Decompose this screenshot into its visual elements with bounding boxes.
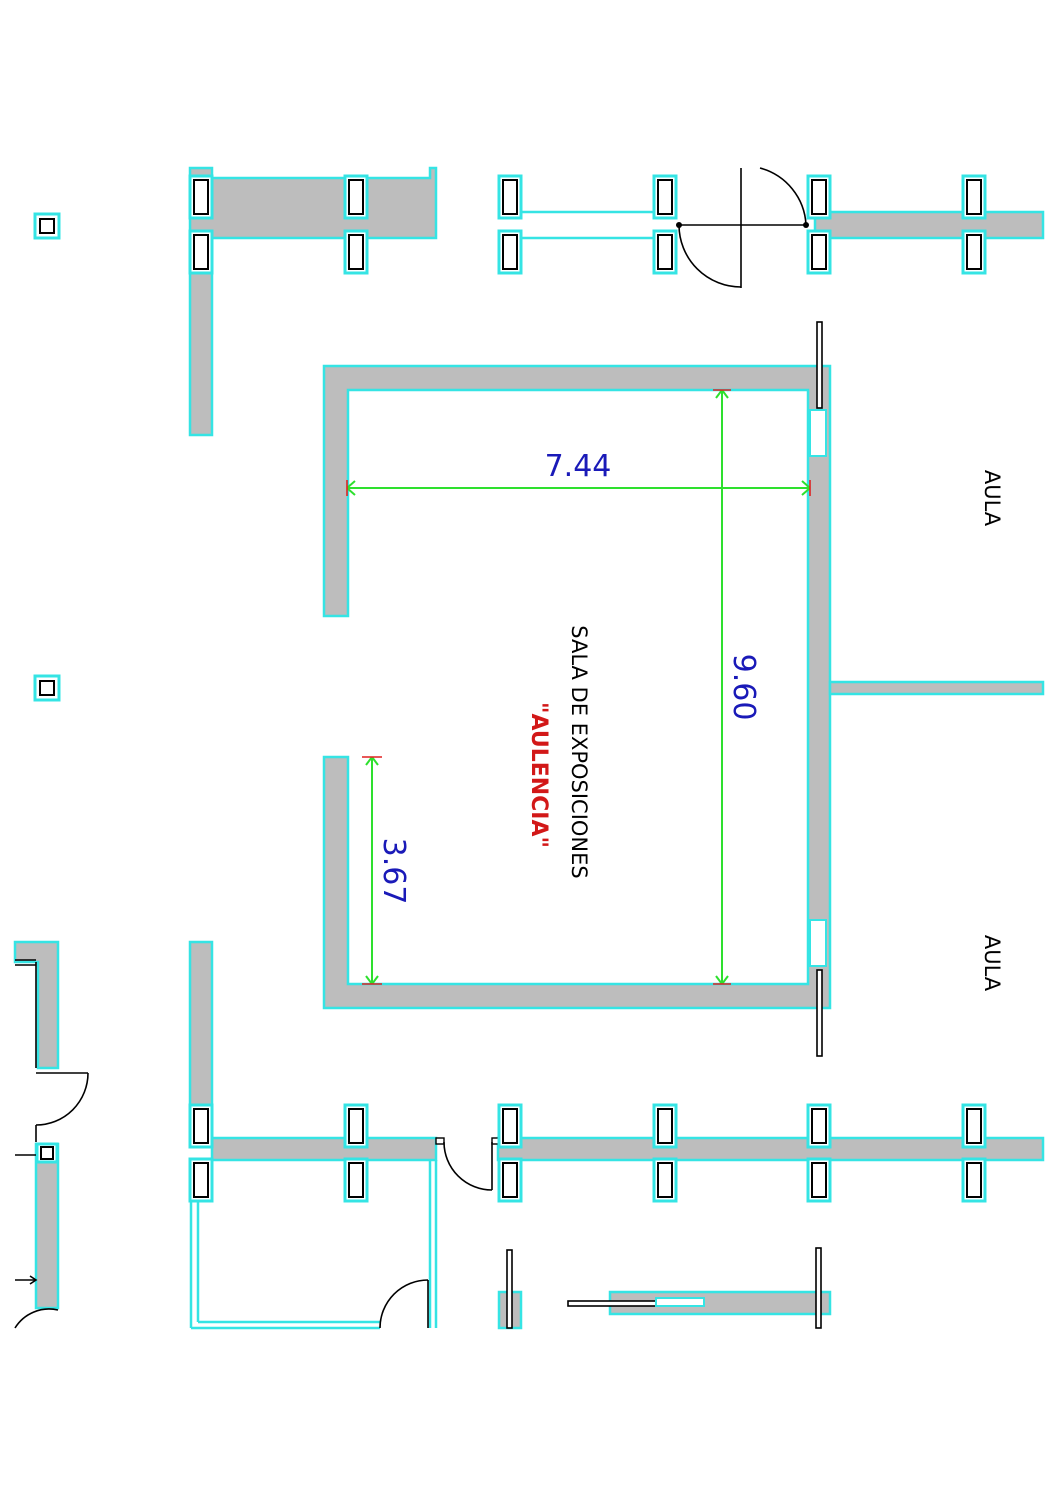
exhibition-room-walls bbox=[322, 321, 1045, 1057]
aula-top-label: AULA bbox=[980, 470, 1004, 527]
far-left-bottom-structure bbox=[13, 940, 89, 1329]
bottom-corridor-door bbox=[435, 1137, 501, 1191]
dimension-width-label: 7.44 bbox=[545, 449, 612, 484]
room-name-label: SALA DE EXPOSICIONES bbox=[567, 625, 591, 879]
dimension-opening-label: 3.67 bbox=[376, 838, 411, 905]
dimension-length-label: 9.60 bbox=[726, 654, 761, 721]
top-left-wall bbox=[188, 166, 438, 437]
bottom-center-structure bbox=[497, 1247, 832, 1330]
top-right-wall bbox=[813, 210, 1045, 240]
lower-left-room bbox=[189, 1160, 438, 1330]
isolated-columns bbox=[33, 212, 61, 702]
top-door bbox=[676, 167, 809, 288]
bottom-left-wall bbox=[188, 940, 1045, 1162]
top-corridor-wall bbox=[520, 210, 655, 240]
dimension-opening bbox=[362, 756, 382, 985]
room-subtitle-label: "AULENCIA" bbox=[526, 702, 551, 848]
bottom-columns bbox=[188, 1103, 987, 1203]
dimension-width bbox=[346, 480, 811, 496]
aula-bottom-label: AULA bbox=[980, 935, 1004, 992]
dimension-length bbox=[713, 389, 731, 985]
top-columns bbox=[188, 174, 987, 275]
